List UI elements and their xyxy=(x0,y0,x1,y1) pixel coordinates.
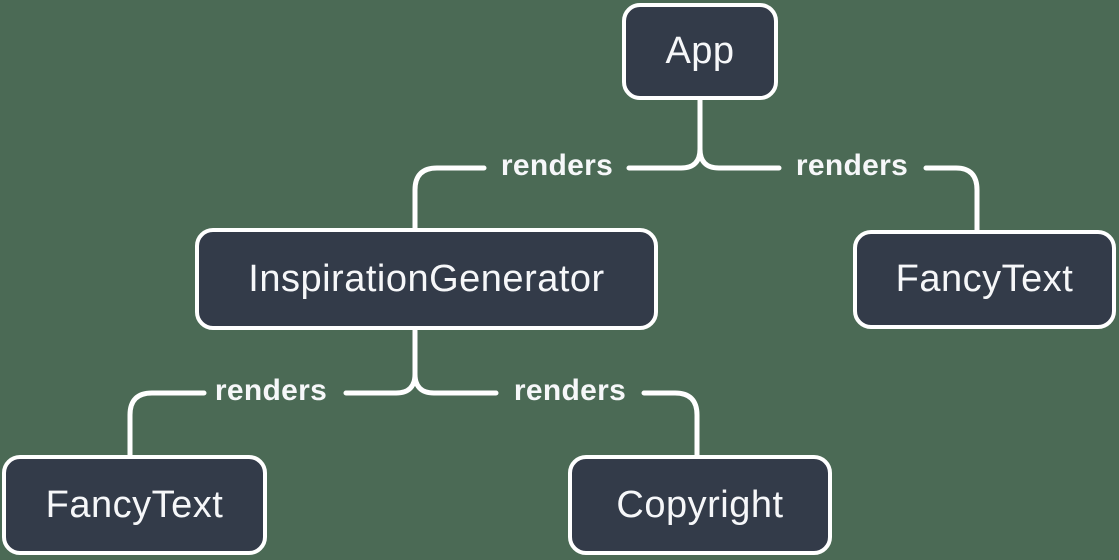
node-copyright: Copyright xyxy=(568,455,832,555)
edge-inspiration-copyright-segment-2 xyxy=(641,390,700,458)
edge-app-inspiration-segment-2 xyxy=(412,165,487,231)
edge-app-fancytext-segment-1 xyxy=(697,97,782,171)
node-fancy-text-top: FancyText xyxy=(853,230,1116,329)
edge-inspiration-fancytext-segment-1 xyxy=(343,328,418,396)
edge-app-inspiration-segment-1 xyxy=(626,97,703,171)
edge-inspiration-copyright-segment-1 xyxy=(412,328,499,396)
edge-app-fancytext-segment-2 xyxy=(923,165,980,233)
node-fancy-text-bottom: FancyText xyxy=(2,455,267,555)
edge-label-renders-app-inspiration: renders xyxy=(500,149,614,182)
node-app: App xyxy=(622,3,778,100)
edge-inspiration-fancytext-segment-2 xyxy=(127,390,207,458)
edge-label-renders-inspiration-fancytext: renders xyxy=(214,374,328,407)
edge-label-renders-app-fancytext: renders xyxy=(795,149,909,182)
edge-label-renders-inspiration-copyright: renders xyxy=(513,374,627,407)
node-inspiration-generator: InspirationGenerator xyxy=(195,228,658,330)
